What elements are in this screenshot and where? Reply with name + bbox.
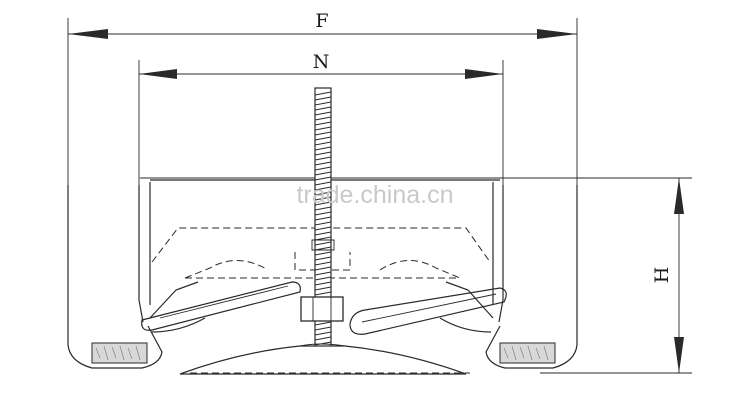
rod-thread-line: [314, 111, 332, 116]
rod-thread-line: [314, 291, 332, 296]
rod-thread-line: [314, 261, 332, 266]
rod-thread-line: [314, 116, 332, 121]
dim-h-arrow-bottom: [674, 337, 684, 373]
rod-thread-line: [314, 241, 332, 246]
dim-h-label: H: [651, 267, 673, 284]
rod-thread-line: [314, 256, 332, 261]
watermark-text: trade.china.cn: [296, 181, 453, 209]
rod-thread-line: [314, 336, 332, 341]
rod-thread-line: [314, 321, 332, 326]
rod-thread-line: [314, 251, 332, 256]
dimension-f: F: [67, 10, 578, 185]
rod-thread-line: [314, 156, 332, 161]
dim-h-arrow-top: [674, 178, 684, 214]
rod-thread-line: [314, 91, 332, 96]
rod-bracket: [311, 239, 335, 251]
neck-wall-left: [138, 185, 144, 323]
rod-thread-line: [314, 176, 332, 181]
threaded-rod: [300, 87, 344, 347]
rod-thread-line: [314, 101, 332, 106]
rod-thread-line: [314, 96, 332, 101]
rod-thread-line: [314, 126, 332, 131]
hidden-vane-left: [184, 259, 269, 279]
rod-thread-line: [314, 271, 332, 276]
rod-thread-line: [314, 151, 332, 156]
blades: [141, 281, 507, 335]
rod-thread-line: [314, 201, 332, 206]
rod-thread-line: [314, 141, 332, 146]
rod-thread-line: [314, 106, 332, 111]
hidden-vane-right: [379, 260, 461, 279]
cone-right-lower: [439, 317, 492, 333]
rod-thread-line: [314, 246, 332, 251]
disk-plate-outline: [179, 345, 467, 375]
dim-n-arrow-left: [139, 69, 177, 79]
blade-left: [141, 281, 301, 331]
rod-thread-line: [314, 326, 332, 331]
blade-right-slot: [361, 293, 497, 323]
rod-thread-line: [314, 231, 332, 236]
rod-thread-line: [314, 216, 332, 221]
rod-thread-line: [314, 166, 332, 171]
dim-n-arrow-right: [465, 69, 503, 79]
dim-f-arrow-left: [68, 29, 108, 39]
disk-plate: [179, 343, 467, 375]
rod-thread-line: [314, 136, 332, 141]
rod-thread-line: [314, 236, 332, 241]
outer-housing: [67, 179, 578, 369]
disk-plate-hub: [299, 343, 346, 347]
dimension-h: H: [140, 177, 692, 374]
rod-thread-line: [314, 266, 332, 271]
gasket-right: [499, 342, 556, 364]
rod-thread-line: [314, 331, 332, 336]
gasket-left: [91, 342, 148, 364]
hex-nut: [300, 296, 344, 322]
cone-right-upper: [445, 281, 494, 319]
rod-thread-line: [314, 181, 332, 186]
dim-f-label: F: [315, 10, 328, 32]
rod-thread-line: [314, 196, 332, 201]
inner-cone: [149, 281, 494, 333]
cone-left-upper: [149, 281, 199, 319]
rod-thread-line: [314, 186, 332, 191]
dimension-n: N: [138, 51, 504, 185]
dim-n-label: N: [313, 51, 330, 73]
rod-thread-line: [314, 121, 332, 126]
rod-thread-line: [314, 226, 332, 231]
rod-thread-line: [314, 206, 332, 211]
outer-wall-right: [485, 185, 578, 369]
rod-thread-line: [314, 281, 332, 286]
rod-thread-line: [314, 171, 332, 176]
dim-f-arrow-right: [537, 29, 577, 39]
rod-thread-line: [314, 191, 332, 196]
rod-thread-line: [314, 146, 332, 151]
gaskets: [91, 342, 556, 364]
outer-wall-left: [67, 185, 163, 369]
rod-thread-line: [314, 211, 332, 216]
blade-right: [349, 287, 507, 335]
cone-left-lower: [151, 317, 206, 333]
rod-thread-line: [314, 221, 332, 226]
rod-thread-line: [314, 161, 332, 166]
rod-thread-line: [314, 286, 332, 291]
gasket-texture: [95, 345, 549, 361]
blade-left-slot: [159, 285, 289, 319]
neck-wall-right: [498, 185, 504, 323]
rod-thread-line: [314, 276, 332, 281]
rod-thread-line: [314, 131, 332, 136]
